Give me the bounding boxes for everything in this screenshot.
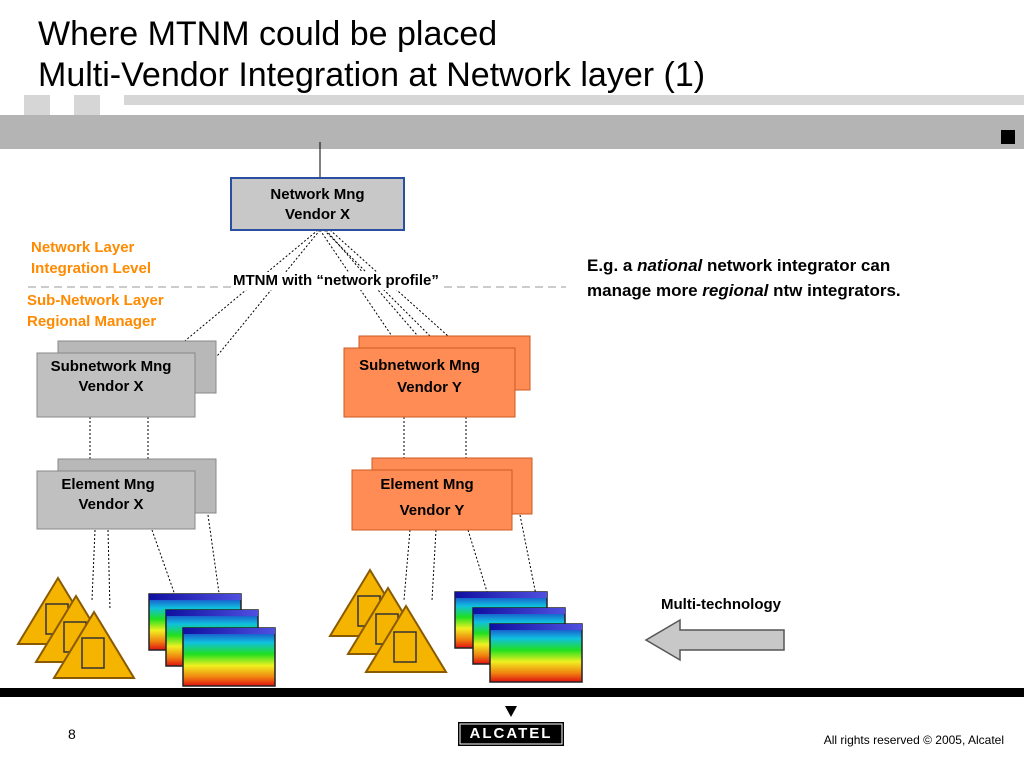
alcatel-logo-text: ALCATEL bbox=[469, 725, 553, 742]
left-arrow-icon bbox=[644, 618, 785, 662]
element-x-line1: Element Mng bbox=[61, 476, 155, 493]
subnet-x-label: Subnetwork Mng Vendor X bbox=[37, 357, 185, 397]
ne-triangles-right bbox=[328, 568, 448, 673]
square-icon bbox=[1001, 130, 1015, 144]
element-y-line1: Element Mng bbox=[380, 476, 474, 493]
title-line-1: Where MTNM could be placed bbox=[38, 15, 498, 53]
subnet-y-box bbox=[343, 347, 516, 418]
logo-triangle-icon bbox=[505, 706, 517, 717]
example-note-line2: manage more regional ntw integrators. bbox=[587, 281, 901, 300]
element-y-box bbox=[351, 469, 513, 531]
element-x-box bbox=[36, 470, 196, 530]
network-mng-label: Network Mng Vendor X bbox=[231, 185, 404, 225]
subnet-x-line2: Vendor X bbox=[78, 378, 144, 395]
subnet-x-box bbox=[36, 352, 196, 418]
page-number: 8 bbox=[68, 726, 76, 742]
element-y-line2: Vendor Y bbox=[399, 502, 465, 519]
subnet-x-line1: Subnetwork Mng bbox=[50, 358, 172, 375]
ne-boxes-right bbox=[454, 591, 583, 683]
network-mng-line1: Network Mng bbox=[270, 186, 365, 203]
subnet-y-line1: Subnetwork Mng bbox=[359, 357, 480, 374]
example-note: E.g. a national network integrator can m… bbox=[587, 253, 901, 303]
title-line-2: Multi-Vendor Integration at Network laye… bbox=[38, 56, 706, 94]
example-note-line1: E.g. a national network integrator can bbox=[587, 256, 891, 275]
copyright: All rights reserved © 2005, Alcatel bbox=[823, 733, 1004, 747]
multi-technology-label: Multi-technology bbox=[661, 596, 781, 613]
subnetwork-layer-label-2: Regional Manager bbox=[27, 313, 157, 330]
element-x-line2: Vendor X bbox=[78, 496, 144, 513]
subnet-y-label: Subnetwork Mng Vendor Y bbox=[344, 356, 515, 398]
header-band bbox=[0, 95, 1024, 151]
network-layer-label-1: Network Layer bbox=[31, 239, 135, 256]
network-layer-label-2: Integration Level bbox=[31, 260, 152, 277]
element-x-label: Element Mng Vendor X bbox=[37, 475, 185, 515]
logo-box bbox=[458, 722, 564, 746]
mtnm-label: MTNM with “network profile” bbox=[233, 272, 439, 290]
network-mng-box bbox=[230, 177, 405, 231]
element-y-label: Element Mng Vendor Y bbox=[352, 475, 502, 521]
ne-boxes-left bbox=[148, 593, 276, 687]
ne-triangles-left bbox=[16, 576, 136, 679]
subnetwork-layer-label-1: Sub-Network Layer bbox=[27, 292, 164, 309]
network-mng-line2: Vendor X bbox=[284, 206, 351, 223]
subnet-y-line2: Vendor Y bbox=[397, 379, 462, 396]
footer-bar bbox=[0, 688, 1024, 697]
